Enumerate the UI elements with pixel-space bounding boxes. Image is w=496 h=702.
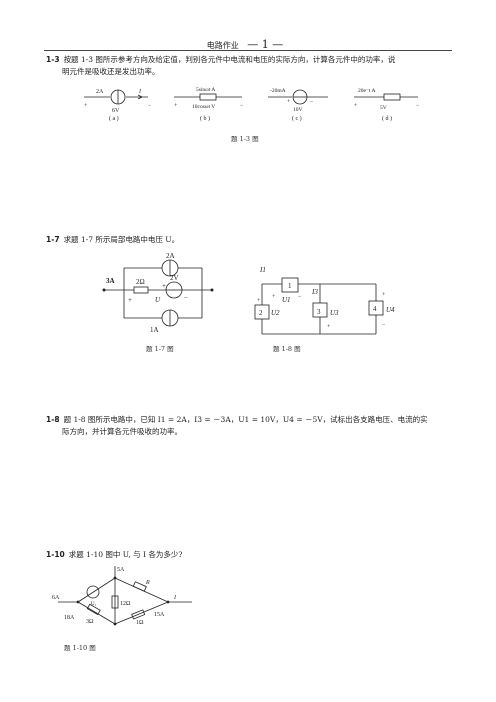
figure-1-3a — [84, 89, 148, 105]
fig18-u1-minus: − — [298, 294, 302, 300]
problem-label: 1-10 — [46, 550, 65, 559]
fig-a-minus: − — [148, 103, 152, 109]
caption-1-3: 题 1-3 图 — [231, 135, 259, 143]
fig17-src-top: 2A — [166, 252, 175, 260]
caption-1-10: 题 1-10 图 — [64, 644, 96, 652]
fig17-vsrc: 2V — [170, 274, 179, 282]
problem-1-3-line1: 按题 1-3 图所示参考方向及给定值，判别各元件中电流和电压的实际方向，计算各元… — [63, 55, 396, 64]
fig-d-plus: + — [354, 103, 358, 109]
problem-1-7-line: 求题 1-7 所示局部电路中电压 U。 — [63, 235, 180, 244]
problem-1-10-line: 求题 1-10 图中 U, 与 I 各为多少? — [68, 550, 183, 559]
fig-c-voltage: 10V — [293, 107, 303, 113]
fig-c-current: -20mA — [270, 88, 286, 94]
fig110-left: 6A — [52, 595, 60, 601]
fig-b-minus: − — [240, 103, 244, 109]
fig18-i3: I3 — [311, 288, 318, 296]
problem-1-8-line2: 际方向，并计算各元件吸收的功率。 — [62, 427, 182, 436]
fig-a-current: 2A — [96, 89, 104, 95]
figure-1-3c — [268, 89, 328, 105]
fig18-u2-plus: + — [257, 298, 261, 304]
fig-b-tag: ( b ) — [200, 115, 210, 122]
figure-1-10: 5A R 6A U₁ 12Ω 18A 3Ω 1Ω 15A I — [52, 566, 192, 626]
fig18-u4-plus: + — [382, 292, 386, 298]
problem-label: 1-8 — [46, 415, 60, 424]
fig18-u1: U1 — [282, 296, 291, 304]
fig110-u: U₁ — [91, 602, 97, 607]
figure-1-3: 2A I + − 6V ( a ) 5sinωt A + − 10cosωt V… — [84, 87, 420, 122]
fig-c-tag: ( c ) — [292, 115, 302, 122]
page-number: — 1 — — [247, 38, 284, 51]
fig110-r3: 3Ω — [86, 619, 94, 625]
figure-1-8: I1 1 + U1 − I3 2 + U2 3 U3 + 4 U4 + − — [254, 266, 395, 335]
fig110-i: I — [173, 595, 177, 601]
fig17-src-bottom: 1A — [150, 326, 159, 334]
fig17-resistor: 2Ω — [136, 278, 145, 286]
fig110-r1: 1Ω — [136, 620, 144, 626]
fig-a-i: I — [138, 89, 142, 95]
fig18-e4: 4 — [373, 305, 377, 313]
fig17-vsrc-minus: − — [184, 294, 188, 302]
fig18-u1-plus: + — [272, 294, 276, 300]
fig18-i1: I1 — [259, 266, 266, 274]
fig17-u: U — [155, 296, 161, 304]
fig-d-minus: − — [416, 103, 420, 109]
fig17-vsrc-plus: + — [162, 282, 166, 290]
fig-a-tag: ( a ) — [109, 115, 119, 122]
caption-1-8: 题 1-8 图 — [273, 345, 301, 353]
header-title: 电路作业 — [206, 41, 239, 50]
fig18-e2: 2 — [259, 309, 263, 317]
fig-b-current: 5sinωt A — [196, 87, 215, 93]
fig18-u3: U3 — [330, 309, 339, 317]
fig-a-plus: + — [84, 103, 88, 109]
figure-1-3b — [174, 93, 242, 101]
header-rule — [44, 50, 452, 51]
problem-label: 1-7 — [46, 235, 60, 244]
fig110-mid: 12Ω — [120, 601, 131, 607]
fig-d-voltage: 5V — [380, 105, 387, 111]
fig18-e3: 3 — [317, 308, 321, 316]
fig110-r: R — [145, 580, 150, 586]
fig110-bl: 18A — [64, 615, 75, 621]
caption-1-7: 题 1-7 图 — [146, 345, 174, 353]
fig110-br: 15A — [154, 612, 165, 618]
fig-a-voltage: 6V — [112, 108, 120, 114]
figure-1-3d — [354, 93, 418, 101]
fig17-u-plus: + — [128, 296, 132, 304]
fig-d-current: 20e⁻t A — [358, 88, 375, 94]
fig-d-tag: ( d ) — [382, 115, 392, 122]
fig110-top: 5A — [117, 567, 125, 573]
figure-1-7: 2A 3A 2Ω 2V + − + U 1A — [102, 252, 214, 334]
problem-1-8-line1: 题 1-8 图所示电路中，已知 I1 = 2A，I3 = －3A，U1 = 10… — [63, 415, 428, 424]
page-header: 电路作业 — 1 — — [0, 38, 496, 51]
problem-1-3-line2: 明元件是吸收还是发出功率。 — [62, 67, 160, 76]
fig17-left-current: 3A — [106, 277, 115, 285]
problem-label: 1-3 — [46, 55, 60, 64]
fig18-u4-minus: − — [382, 322, 386, 328]
fig-b-plus: + — [174, 103, 178, 109]
fig18-e1: 1 — [288, 282, 292, 290]
fig18-u2: U2 — [271, 309, 280, 317]
fig18-u3-plus: + — [327, 324, 331, 330]
fig-c-plus: + — [287, 99, 291, 105]
fig18-u4: U4 — [386, 306, 395, 314]
fig-c-minus: − — [310, 99, 314, 105]
fig-b-voltage: 10cosωt V — [192, 104, 215, 110]
